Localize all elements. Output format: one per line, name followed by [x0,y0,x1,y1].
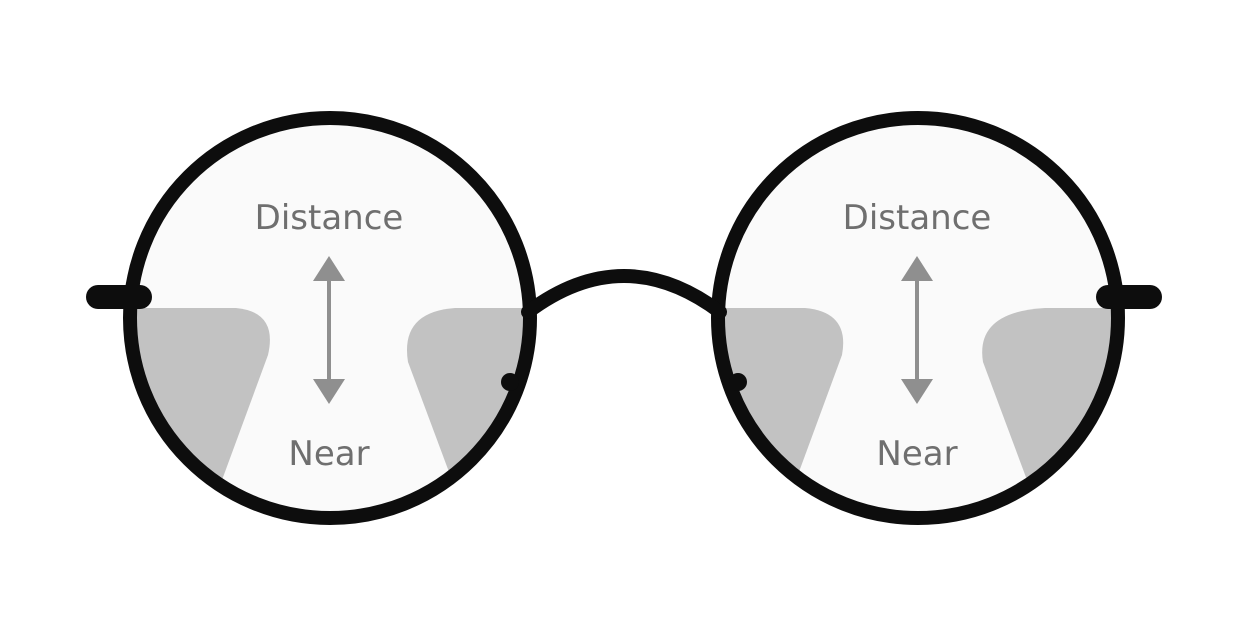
nose-bridge [521,269,727,319]
left-nose-pad [501,373,519,391]
left-lens-near-label: Near [288,434,369,474]
right-lens-focus-arrow [901,256,933,404]
right-lens: Distance Near [721,121,1115,515]
right-lens-distance-label: Distance [843,198,992,238]
glasses-frame [86,111,1162,525]
left-lens-focus-arrow [313,256,345,404]
left-lens-distance-label: Distance [255,198,404,238]
left-lens: Distance Near [133,121,527,515]
right-lens-near-label: Near [876,434,957,474]
right-nose-pad [729,373,747,391]
